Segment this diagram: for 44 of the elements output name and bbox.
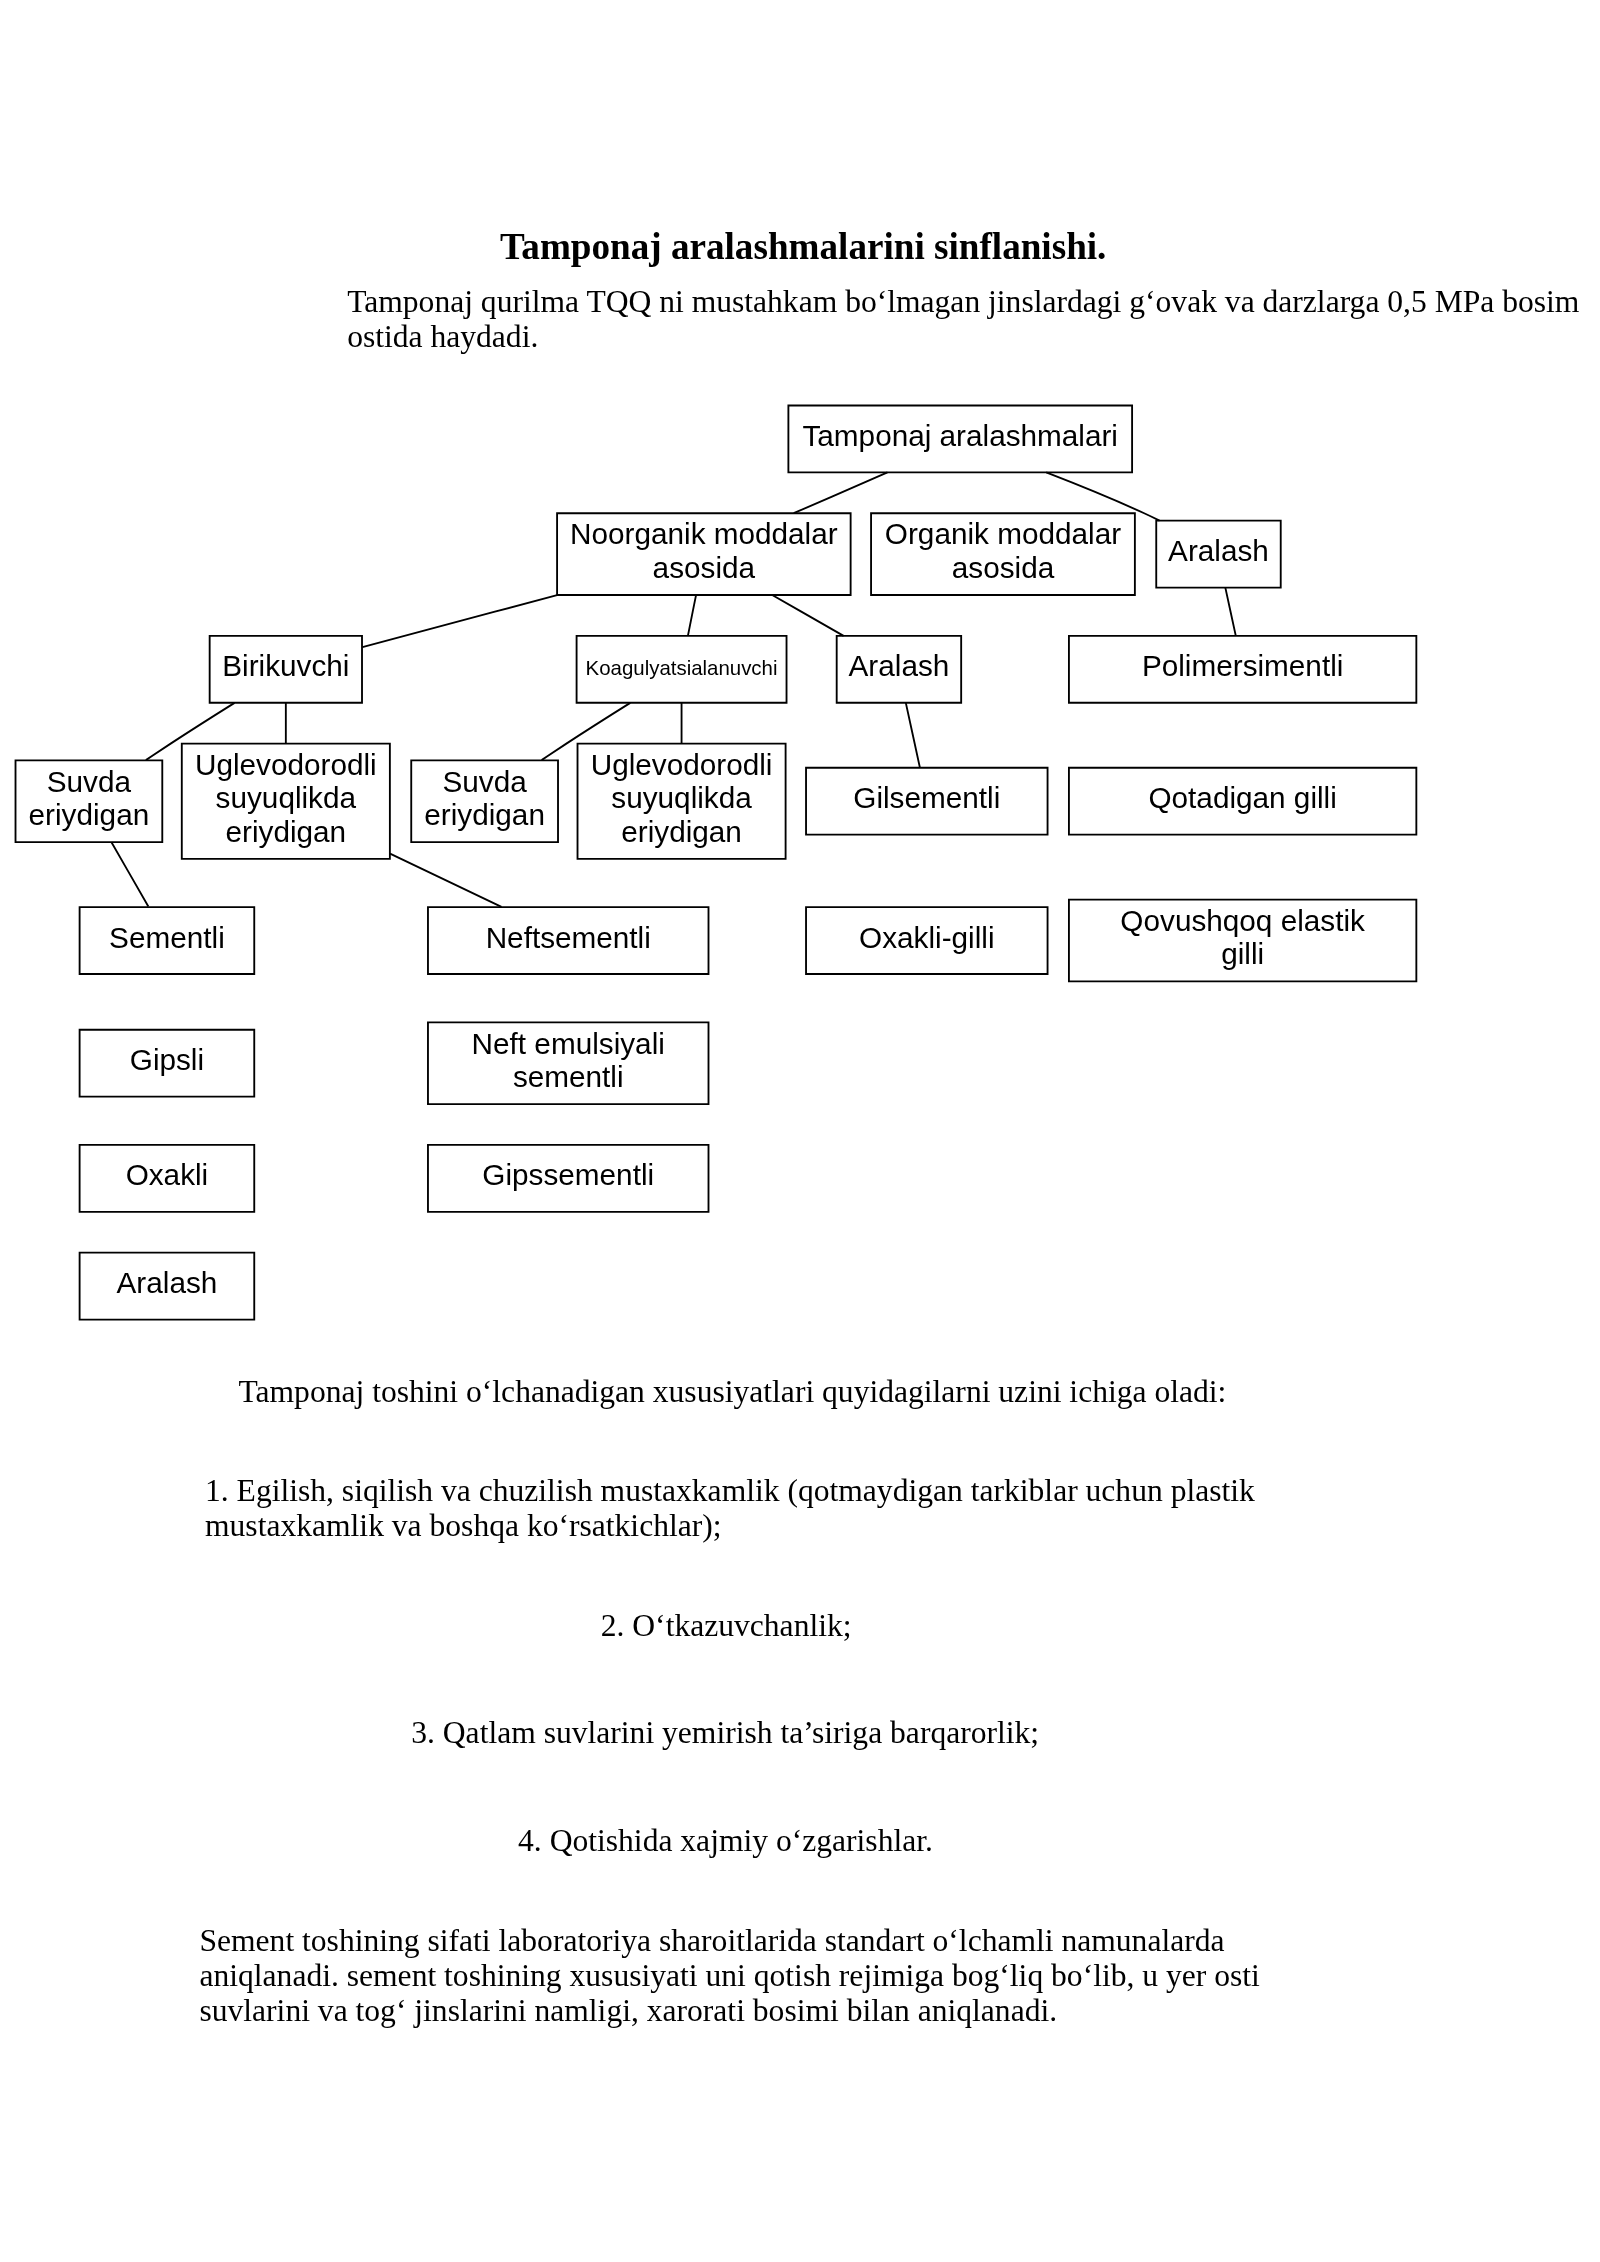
node-box: Aralash	[1155, 519, 1282, 589]
node-box: Suvda eriydigan	[410, 759, 559, 844]
connector	[361, 594, 558, 648]
node-box: Neftsementli	[427, 906, 710, 975]
label: 1. Egilish, siqilish va chuzilish mustaxkamlik (qotmaydigan tarkiblar uchun plastik mustaxkamlik va boshqa ko‘rsatkichlar);	[205, 1472, 1255, 1544]
node-box: Gipssementli	[427, 1144, 710, 1213]
node-box: Suvda eriydigan	[14, 759, 164, 844]
diagram-title: Tamponaj aralashmalarini sinflanishi.	[499, 225, 1107, 267]
node-box: Organik moddalar asosida	[870, 512, 1136, 596]
node-box: Tamponaj aralashmalari	[787, 404, 1133, 474]
label: Sement toshining sifati laboratoriya sharoitlarida standart o‘lchamli namunalarda aniqlanadi. sement toshining xususiyati uni qotish rejimiga bog‘liq bo‘lib, u yer osti suvlarini va tog‘ jinslarini namligi, xarorati bosimi bilan aniqlanadi.	[199, 1922, 1260, 2029]
label: 2. O‘tkazuvchanlik;	[600, 1607, 852, 1643]
node-box: Koagulyatsialanuvchi	[575, 634, 788, 704]
connector	[904, 701, 921, 769]
node-box: Noorganik moddalar asosida	[556, 512, 852, 596]
node-box: Gilsementli	[805, 766, 1049, 836]
connector	[389, 852, 503, 908]
connector	[1045, 471, 1161, 522]
node-box: Gipsli	[78, 1028, 256, 1098]
connector	[540, 701, 632, 762]
node-box: Qovushqoq elastik gilli	[1068, 898, 1418, 983]
label: Tamponaj toshini o‘lchanadigan xususiyatlari quyidagilarni uzini ichiga oladi:	[238, 1373, 1227, 1409]
connector	[284, 701, 287, 745]
node-box: Sementli	[78, 906, 256, 975]
node-box: Qotadigan gilli	[1068, 766, 1418, 836]
node-box: Uglevodorodli suyuqlikda eriydigan	[180, 742, 391, 860]
label: 4. Qotishida xajmiy o‘zgarishlar.	[518, 1823, 933, 1859]
connector	[1224, 586, 1237, 637]
connector	[680, 701, 683, 745]
connector	[792, 471, 889, 515]
node-box: Neft emulsiyali sementli	[427, 1021, 710, 1105]
label: Tamponaj qurilma TQQ ni mustahkam bo‘lmagan jinslardagi g‘ovak va darzlarga 0,5 MPa bosim ostida haydadi.	[347, 283, 1580, 355]
node-box: Aralash	[835, 634, 963, 704]
node-box: Uglevodorodli suyuqlikda eriydigan	[576, 742, 787, 860]
connector	[110, 841, 150, 908]
connector	[771, 594, 845, 637]
node-box: Oxakli	[78, 1144, 256, 1213]
node-box: Birikuvchi	[208, 634, 363, 704]
connector	[687, 594, 697, 637]
node-box: Oxakli-gilli	[805, 906, 1049, 975]
node-box: Aralash	[78, 1251, 256, 1321]
label: 3. Qatlam suvlarini yemirish ta’siriga barqarorlik;	[411, 1715, 1040, 1751]
node-box: Polimersimentli	[1068, 634, 1418, 704]
connector	[144, 701, 236, 762]
